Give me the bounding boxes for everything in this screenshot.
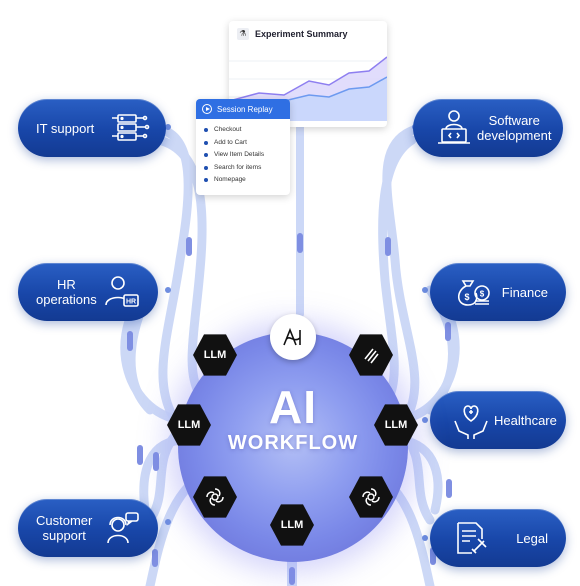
money-bag-icon: $ $ bbox=[448, 269, 494, 315]
play-icon bbox=[202, 104, 212, 114]
openai-icon[interactable] bbox=[349, 476, 393, 518]
tube-software bbox=[378, 123, 425, 425]
heart-hands-icon bbox=[448, 397, 494, 443]
pill-software-development[interactable]: Software development bbox=[413, 99, 563, 157]
session-replay-card[interactable]: Session Replay Checkout Add to Cart View… bbox=[196, 99, 290, 195]
pill-finance[interactable]: $ $ Finance bbox=[430, 263, 566, 321]
bullet-icon bbox=[204, 140, 208, 145]
list-item[interactable]: Add to Cart bbox=[204, 137, 290, 150]
bullet-icon bbox=[204, 165, 208, 170]
list-item[interactable]: Nomepage bbox=[204, 174, 290, 187]
list-item[interactable]: Checkout bbox=[204, 124, 290, 137]
tube-it-support bbox=[145, 123, 207, 425]
session-replay-title: Session Replay bbox=[217, 104, 273, 114]
pill-label: HR operations bbox=[36, 277, 97, 307]
flask-icon: ⚗ bbox=[237, 28, 249, 40]
experiment-summary-title: Experiment Summary bbox=[255, 29, 348, 39]
pill-label: Finance bbox=[501, 284, 548, 300]
bullet-icon bbox=[204, 178, 208, 183]
intercom-icon[interactable] bbox=[349, 334, 393, 376]
center-title: AI bbox=[269, 381, 317, 433]
pill-label: Legal bbox=[516, 530, 548, 546]
openai-icon[interactable] bbox=[193, 476, 237, 518]
bullet-icon bbox=[204, 128, 208, 133]
list-item[interactable]: Search for items bbox=[204, 162, 290, 175]
llm-badge[interactable]: LLM bbox=[270, 504, 314, 546]
pill-label: Customer support bbox=[36, 513, 93, 543]
pill-it-support[interactable]: IT support bbox=[18, 99, 166, 157]
server-cog-icon bbox=[106, 105, 152, 151]
bullet-icon bbox=[204, 153, 208, 158]
pill-legal[interactable]: Legal bbox=[430, 509, 566, 567]
pill-label: IT support bbox=[36, 120, 95, 136]
pill-label: Software development bbox=[477, 113, 552, 143]
hr-person-icon: HR bbox=[98, 269, 144, 315]
anthropic-logo-icon[interactable] bbox=[270, 314, 316, 360]
pill-label: Healthcare bbox=[494, 412, 557, 428]
svg-text:HR: HR bbox=[126, 299, 136, 306]
center-subtitle: WORKFLOW bbox=[227, 432, 359, 454]
pill-customer-support[interactable]: Customer support bbox=[18, 499, 158, 557]
list-item[interactable]: View Item Details bbox=[204, 149, 290, 162]
llm-badge[interactable]: LLM bbox=[193, 334, 237, 376]
support-agent-icon bbox=[98, 505, 144, 551]
legal-document-icon bbox=[448, 515, 494, 561]
pill-healthcare[interactable]: Healthcare bbox=[430, 391, 566, 449]
llm-badge[interactable]: LLM bbox=[374, 404, 418, 446]
session-replay-list: Checkout Add to Cart View Item Details S… bbox=[196, 119, 290, 187]
llm-badge[interactable]: LLM bbox=[167, 404, 211, 446]
developer-laptop-icon bbox=[431, 105, 477, 151]
svg-text:$: $ bbox=[480, 290, 485, 299]
pill-hr-operations[interactable]: HR operations HR bbox=[18, 263, 158, 321]
svg-text:$: $ bbox=[464, 292, 469, 302]
